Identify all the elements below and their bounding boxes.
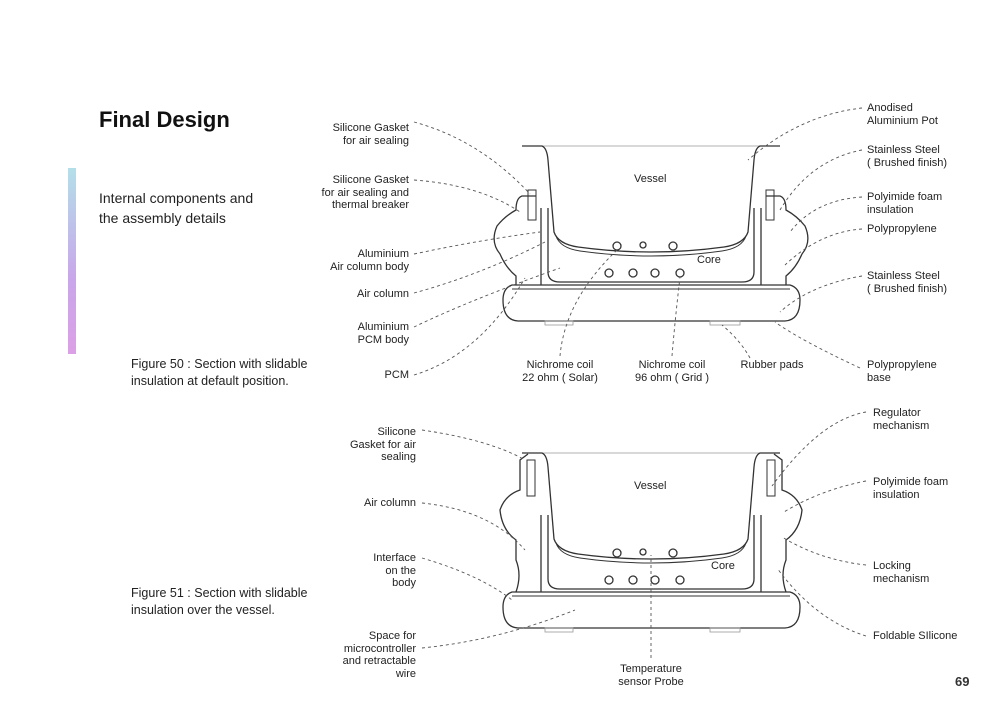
label-air-column-fig51: Air column (364, 497, 416, 509)
figure-50-diagram (413, 107, 863, 376)
label-polyimide-foam-fig51: Polyimide foam insulation (873, 476, 949, 501)
label-polypropylene: Polypropylene (867, 223, 937, 235)
label-stainless-steel-bottom: Stainless Steel ( Brushed finish) (867, 270, 948, 295)
core-label-fig51: Core (711, 560, 735, 572)
page-subtitle: Internal components and the assembly det… (99, 190, 254, 226)
label-nichrome-coil-grid: Nichrome coil 96 ohm ( Grid ) (635, 359, 709, 384)
label-aluminium-pcm-body: Aluminium PCM body (357, 321, 409, 346)
label-microcontroller-space: Space for microcontroller and retractabl… (342, 630, 416, 680)
label-aluminium-air-column-body: Aluminium Air column body (330, 248, 409, 273)
label-rubber-pads: Rubber pads (740, 359, 804, 371)
label-anodised-aluminium-pot: Anodised Aluminium Pot (867, 102, 938, 127)
core-label: Core (697, 254, 721, 266)
label-locking-mechanism: Locking mechanism (873, 560, 930, 585)
vessel-label-fig51: Vessel (634, 480, 667, 492)
figure-51-leader-lines (421, 411, 867, 658)
label-temperature-sensor-probe: Temperature sensor Probe (618, 663, 684, 688)
label-polypropylene-base: Polypropylene base (867, 359, 937, 384)
figure-50-outer-shell (493, 189, 809, 285)
label-silicone-gasket-fig51: Silicone Gasket for air sealing (349, 426, 416, 463)
figure-51-caption: Figure 51 : Section with slidable insula… (131, 586, 308, 617)
figure-51-outer-shell (499, 453, 803, 593)
figure-51-diagram (421, 411, 867, 658)
label-air-column: Air column (357, 288, 409, 300)
label-pcm: PCM (384, 369, 409, 381)
label-silicone-gasket-air-sealing: Silicone Gasket for air sealing (332, 122, 409, 147)
label-interface-on-body: Interface on the body (373, 552, 416, 589)
label-regulator-mechanism: Regulator mechanism (873, 407, 930, 432)
vessel-label: Vessel (634, 173, 667, 185)
label-nichrome-coil-solar: Nichrome coil 22 ohm ( Solar) (522, 359, 598, 384)
label-silicone-gasket-thermal-breaker: Silicone Gasket for air sealing and ther… (321, 174, 409, 211)
page-number: 69 (955, 674, 970, 689)
label-foldable-silicone: Foldable SIlicone (873, 630, 958, 642)
accent-gradient-bar (68, 168, 76, 354)
label-stainless-steel-top: Stainless Steel ( Brushed finish) (867, 144, 948, 169)
figure-50-leader-lines (413, 107, 863, 376)
label-polyimide-foam: Polyimide foam insulation (867, 191, 943, 216)
page-title: Final Design (99, 107, 230, 132)
figure-50-caption: Figure 50 : Section with slidable insula… (131, 357, 308, 388)
